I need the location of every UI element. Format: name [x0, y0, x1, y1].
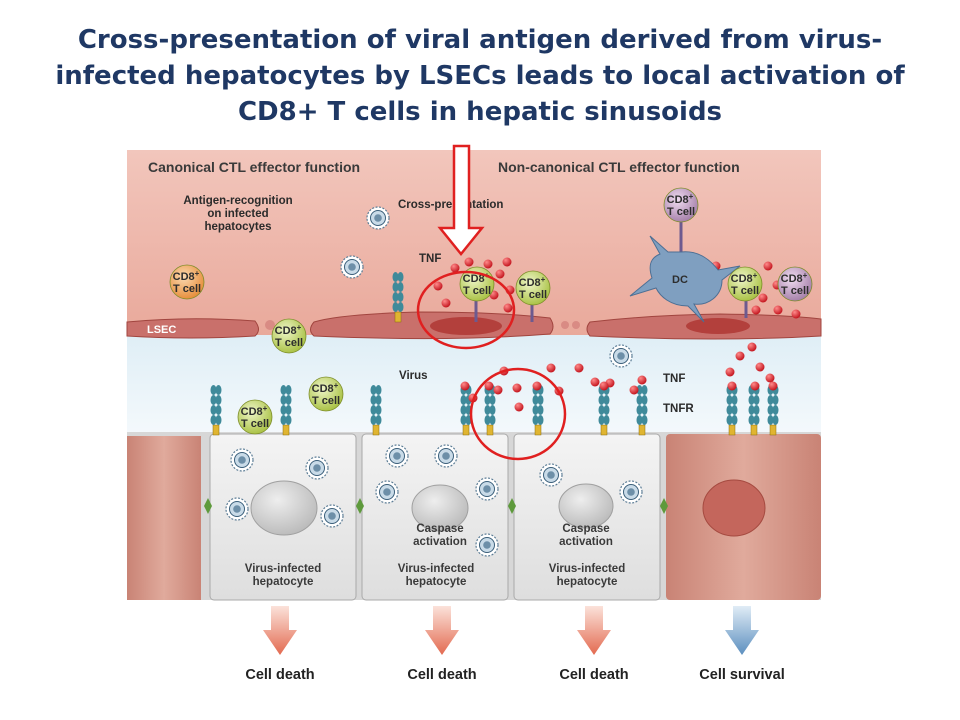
- cd8-t-cell: CD8+T cell: [308, 376, 344, 412]
- cd8-t-cell: CD8+T cell: [271, 318, 307, 354]
- tnf-label-right: TNF: [663, 373, 685, 385]
- nucleus: [411, 484, 469, 532]
- t-cell-label: T cell: [667, 206, 695, 218]
- antigen-recognition-label: Antigen-recognition: [183, 195, 292, 207]
- svg-text:hepatocyte: hepatocyte: [253, 576, 314, 588]
- svg-text:on infected: on infected: [207, 208, 268, 220]
- canonical-header: Canonical CTL effector function: [148, 159, 360, 175]
- t-cell-label: CD8+: [667, 192, 694, 206]
- sinusoid-region: [127, 150, 821, 335]
- t-cell-label: T cell: [731, 285, 759, 297]
- t-cell-label: CD8+: [312, 381, 339, 395]
- hepatocyte-healthy: [127, 436, 201, 600]
- t-cell-label: T cell: [781, 285, 809, 297]
- nucleus: [702, 479, 766, 537]
- outcome-label: Cell death: [407, 667, 476, 683]
- outcome-1: Cell death: [245, 606, 315, 683]
- cd8-t-cell: CD8+T cell: [237, 399, 273, 435]
- hepatocyte-label: Virus-infected: [549, 563, 625, 575]
- t-cell-label: CD8+: [781, 271, 808, 285]
- cd8-t-cell: CD8+T cell: [515, 270, 551, 306]
- dendritic-cell: DC: [629, 235, 741, 323]
- cd8-t-cell: CD8+T cell: [727, 266, 763, 302]
- space-of-disse: [127, 335, 821, 435]
- t-cell-label: CD8+: [241, 404, 268, 418]
- tnf-label: TNF: [419, 253, 441, 265]
- hepatocyte-label: Virus-infected: [245, 563, 321, 575]
- svg-text:hepatocyte: hepatocyte: [406, 576, 467, 588]
- caspase-label: Caspase: [562, 523, 609, 535]
- cd8-t-cell: CD8+T cell: [777, 266, 813, 302]
- lsec-label: LSEC: [147, 324, 176, 336]
- outcome-3: Cell death: [559, 606, 629, 683]
- hepatocyte-label: Virus-infected: [398, 563, 474, 575]
- cd8-t-cell: CD8+T cell: [663, 187, 699, 223]
- tnfr-label: TNFR: [663, 403, 694, 415]
- t-cell-label: T cell: [241, 418, 269, 430]
- nucleus: [558, 483, 614, 529]
- outcome-arrow: [577, 606, 611, 655]
- lsec-layer: [126, 311, 822, 340]
- highlight-circle-lsec: [416, 270, 516, 350]
- highlight-circle-hepatocyte: [469, 367, 567, 461]
- outcome-arrows: Cell death Cell death Cell death Cell survi…: [245, 606, 785, 683]
- svg-text:hepatocytes: hepatocytes: [204, 221, 271, 233]
- svg-text:activation: activation: [559, 536, 613, 548]
- highlight-annotations: [416, 144, 567, 461]
- slide-title: Cross-presentation of viral antigen deri…: [55, 25, 905, 127]
- outcome-4: Cell survival: [699, 606, 785, 683]
- t-cell-label: CD8+: [275, 323, 302, 337]
- cross-presentation-label: Cross-presentation: [398, 199, 503, 211]
- outcome-label: Cell death: [559, 667, 628, 683]
- outcome-arrow: [425, 606, 459, 655]
- outcome-label: Cell death: [245, 667, 314, 683]
- outcome-arrow: [263, 606, 297, 655]
- t-cell-label: CD8+: [173, 269, 200, 283]
- virus-label: Virus: [399, 370, 428, 382]
- svg-text:hepatocyte: hepatocyte: [557, 576, 618, 588]
- t-cell-label: T cell: [275, 337, 303, 349]
- t-cell-label: CD8+: [519, 275, 546, 289]
- outcome-2: Cell death: [407, 606, 477, 683]
- highlight-arrow: [437, 144, 485, 256]
- svg-text:activation: activation: [413, 536, 467, 548]
- t-cell-label: T cell: [312, 395, 340, 407]
- cd8-t-cell: CD8+T cell: [169, 264, 205, 300]
- nucleus: [250, 480, 318, 536]
- t-cell-label: T cell: [519, 289, 547, 301]
- outcome-arrow: [725, 606, 759, 655]
- outcome-label: Cell survival: [699, 667, 784, 683]
- dc-label: DC: [672, 274, 688, 286]
- caspase-label: Caspase: [416, 523, 463, 535]
- noncanonical-header: Non-canonical CTL effector function: [498, 159, 740, 175]
- t-cell-label: T cell: [173, 283, 201, 295]
- t-cell-label: T cell: [463, 285, 491, 297]
- t-cell-label: CD8+: [731, 271, 758, 285]
